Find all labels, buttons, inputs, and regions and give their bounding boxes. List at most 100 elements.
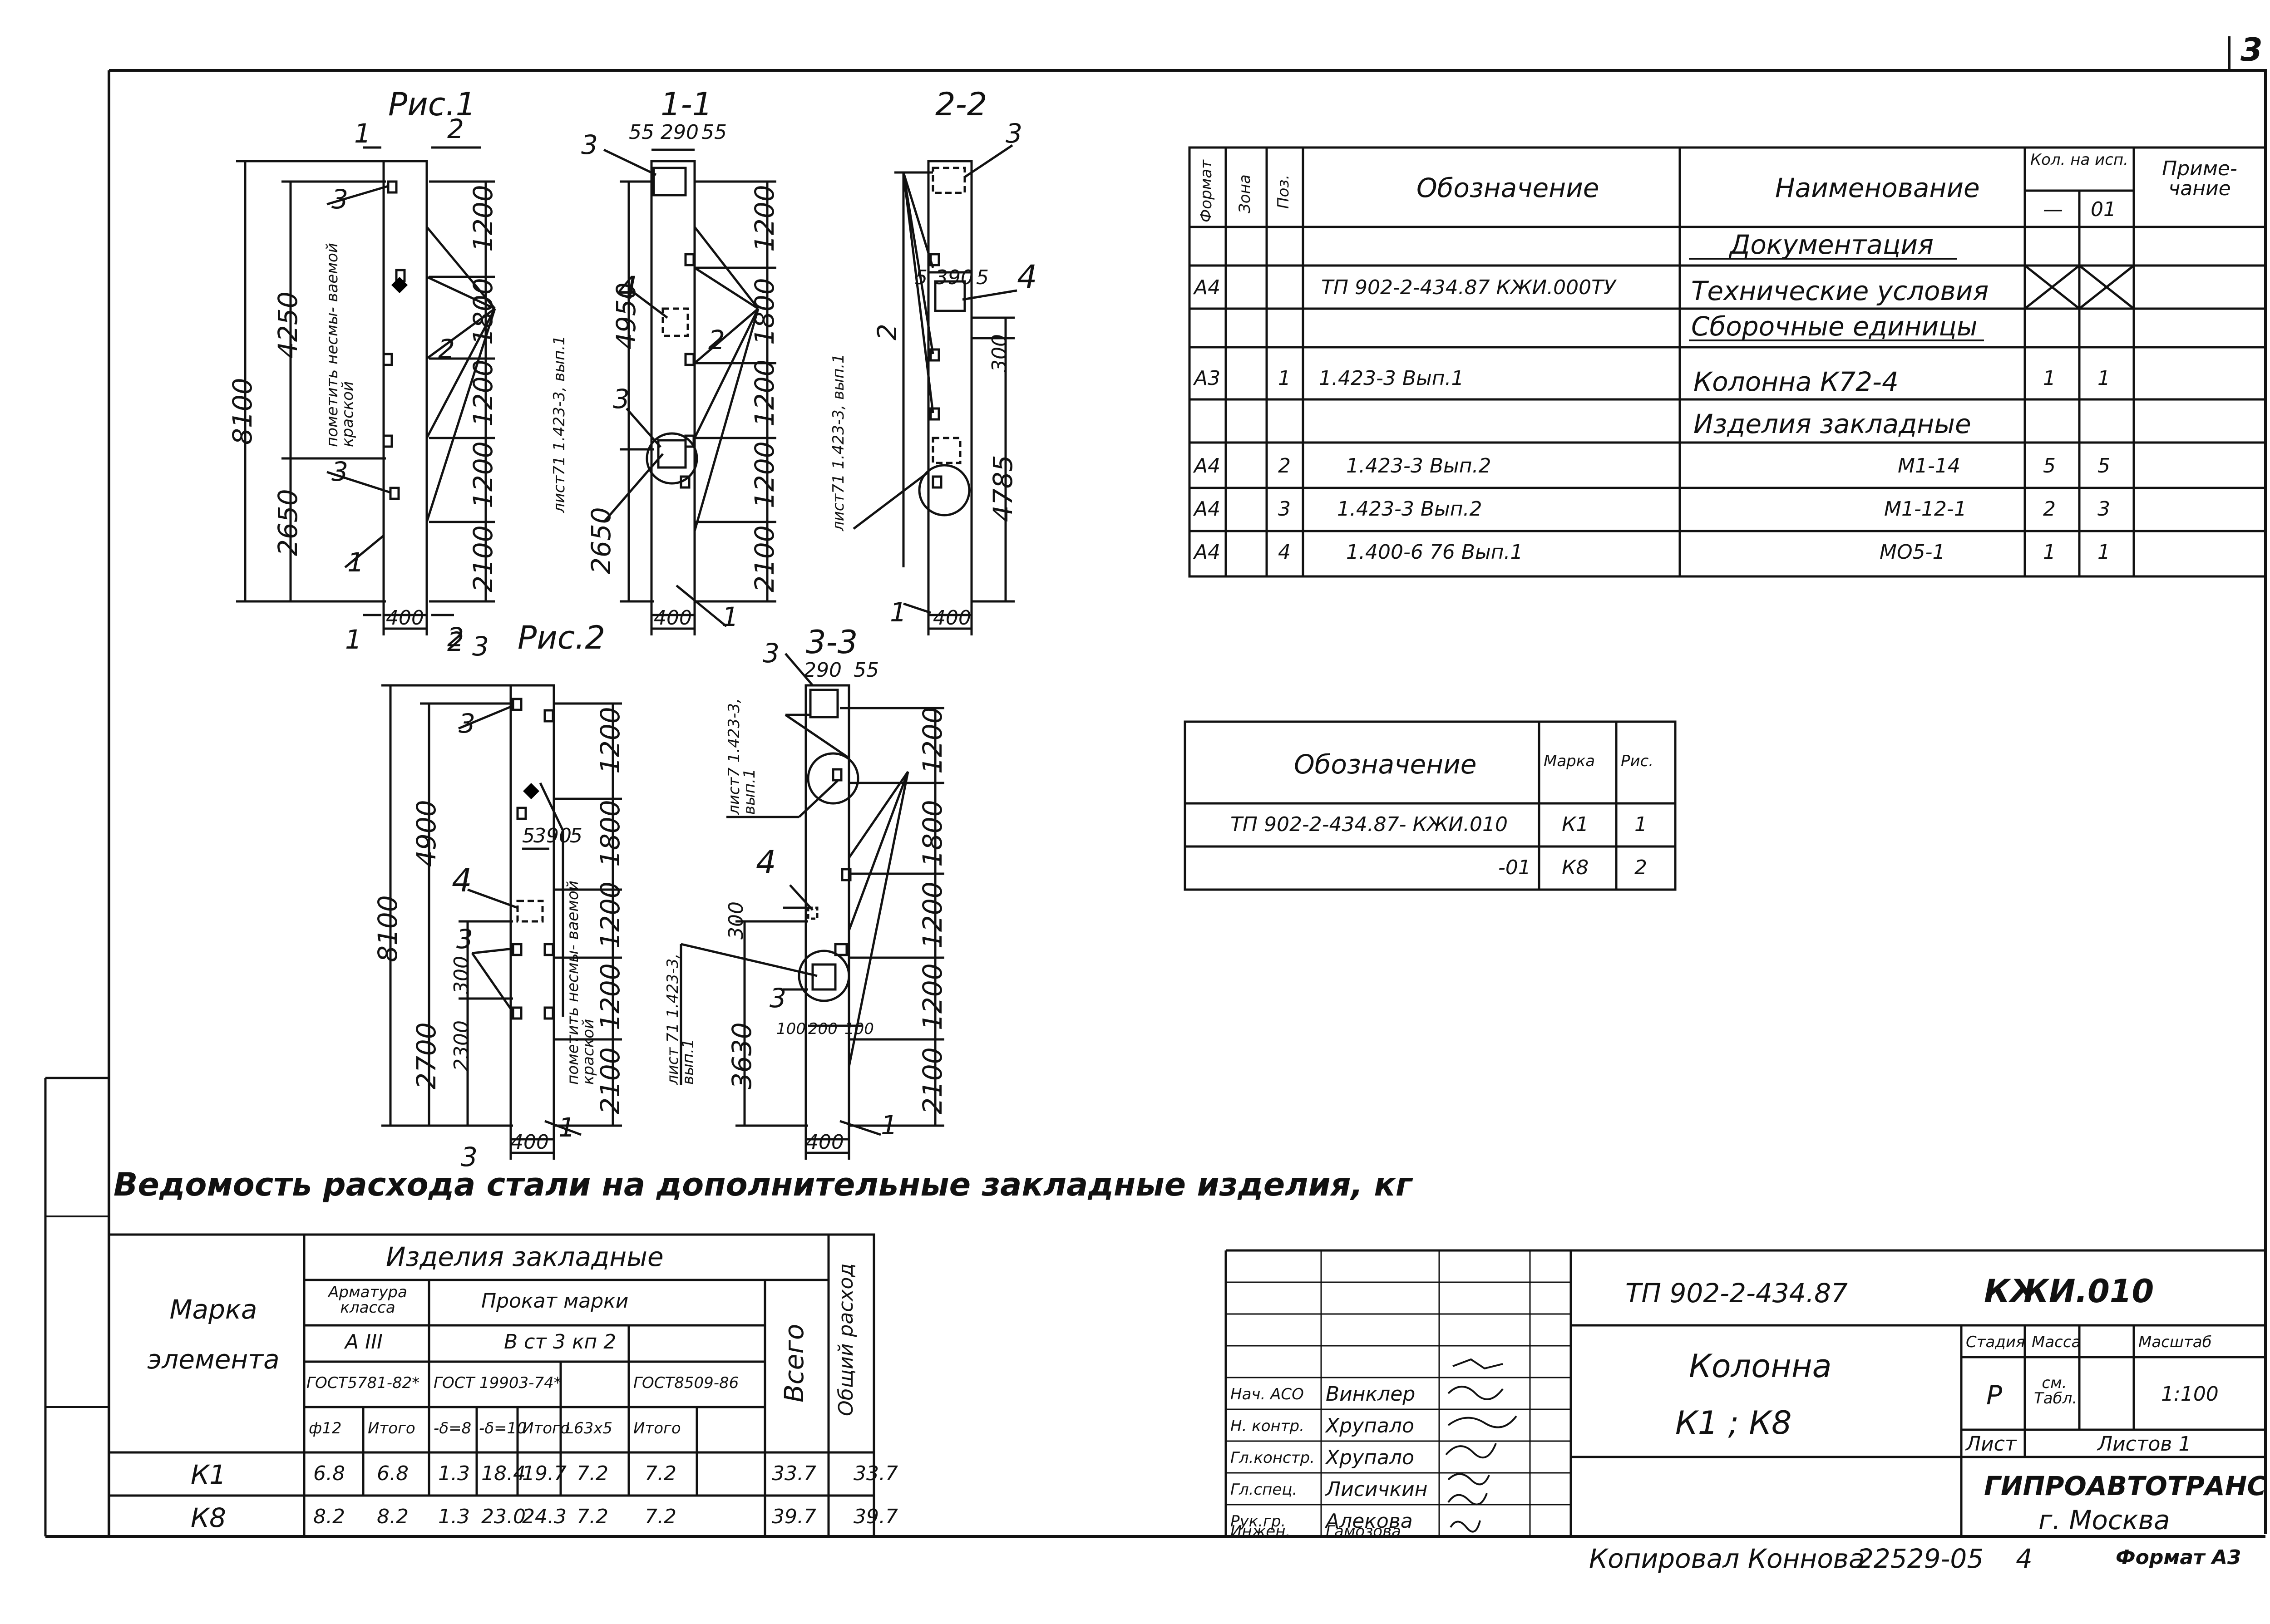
mark-table-grid [1184,720,1677,891]
sec11-dim: 1200 [749,441,780,508]
steel-subcol: -δ=8 [434,1419,472,1437]
spec-head-qty-sub: — [2043,198,2063,221]
spec-row-name: МО5-1 [1880,541,1945,564]
steel-cell: 8.2 [377,1505,409,1528]
sec11-column [603,148,776,635]
fig2-column [381,684,622,1160]
mark-row-fig: 2 [1634,856,1647,879]
fig1-dim: 1200 [468,441,498,508]
spec-row-q1: 5 [2043,454,2056,477]
person-name: Хрупало [1326,1446,1414,1469]
sec22-dim: 4785 [987,455,1018,522]
steel-table-title: Ведомость расхода стали на дополнительны… [114,1166,1412,1203]
sec11-pos: 3 [613,384,630,414]
sec33-dim: 300 [725,901,748,940]
sec33-ref-top: лист7 1.423-3, вып.1 [725,698,759,815]
fig2-dim: 2100 [595,1047,626,1114]
person-role: Н. контр. [1230,1417,1304,1435]
sec33-bottom-dim: 100 [844,1020,874,1038]
fig2-pos: 1 [558,1112,575,1143]
fig1-dim: 1800 [468,278,498,345]
steel-cell: 7.2 [577,1505,608,1528]
sec22-dim: 300 [988,334,1011,372]
fig2-pos: 4 [452,862,472,899]
fig2-title: Рис.2 [518,619,605,656]
steel-row-mark: К8 [191,1502,227,1533]
spec-row-q1: 2 [2043,497,2056,521]
spec-head-qty: Кол. на исп. [2030,151,2128,169]
fig2-mid-dim: 5 [570,824,582,847]
steel-head-total: Всего [779,1324,809,1403]
steel-head-rolled-gost2: ГОСТ8509-86 [633,1374,739,1392]
sec22-mid-dim: 390 [935,266,973,289]
steel-head-rolled-grade: В ст 3 кп 2 [504,1330,617,1353]
mark-row-mark: К8 [1562,856,1589,879]
sec11-dim: 1200 [749,359,780,427]
spec-row-q2: 1 [2097,541,2110,564]
mark-head-designation: Обозначение [1294,749,1477,780]
mark-row-mark: К1 [1562,813,1589,836]
spec-row-q1: 1 [2043,541,2056,564]
fig2-section-mark: 2 [447,626,464,657]
title-org-1: ГИПРОАВТОТРАНС [1984,1471,2266,1501]
fig2-dim: 1800 [595,800,626,867]
sec22-title: 2-2 [935,86,987,123]
sec11-pos: 4 [617,270,638,307]
fig1-dim: 1200 [468,359,498,427]
fig1-dim: 1200 [468,185,498,252]
sec33-dim: 1200 [917,881,948,949]
fig2-dim: 1200 [595,707,626,774]
sec22-pos: 2 [872,324,903,340]
sec33-dim: 2100 [917,1047,948,1114]
fig2-dim: 2300 [450,1020,473,1071]
spec-head-pos: Поз. [1274,174,1293,209]
sec11-pos: 1 [722,601,739,632]
fig2-pos: 3 [459,708,475,739]
steel-cell: 7.2 [645,1505,676,1528]
sec33-dim: 1200 [917,707,948,774]
fig1-width: 400 [386,606,424,630]
fig1-pos: 1 [347,547,364,578]
spec-row-designation: 1.400-6 76 Вып.1 [1346,541,1523,564]
fig1-dim: 2650 [272,489,303,556]
spec-row-format: А4 [1194,276,1221,299]
sec33-column [680,653,944,1160]
person-name: Лисичкин [1326,1478,1428,1501]
steel-cell: 6.8 [377,1462,409,1485]
fig2-dim: 1200 [595,963,626,1030]
spec-row-designation: 1.423-3 Вып.2 [1346,454,1491,477]
steel-table-grid [108,1233,875,1538]
spec-row-format: А4 [1194,497,1221,521]
steel-cell: 39.7 [772,1505,816,1528]
fig1-pos: 2 [438,334,455,364]
sec11-top-dim: 290 [661,121,699,144]
sec11-top-dim: 55 [701,121,727,144]
person-role: Гл.спец. [1230,1481,1298,1499]
fig1-dim: 4250 [272,291,303,359]
spec-head-name: Наименование [1775,172,1980,203]
steel-head-group: Изделия закладные [386,1241,664,1272]
steel-cell: 7.2 [645,1462,676,1485]
fig2-mid-dim: 5 [522,824,535,847]
fig1-note: пометить несмы- ваемой краской [323,243,357,447]
spec-row-name: М1-14 [1898,454,1960,477]
sec11-top-dim: 55 [629,121,654,144]
fig2-pos: 3 [456,924,473,955]
sec11-ref: лист71 1.423-3, вып.1 [550,335,568,513]
title-doc: КЖИ.010 [1984,1273,2154,1310]
sec33-width: 400 [806,1131,844,1154]
spec-head-format: Формат [1197,160,1215,222]
title-mass: см. Табл. [2034,1374,2078,1407]
steel-head-overall: Общий расход [834,1263,858,1416]
fig1-section-mark: 2 [447,622,464,653]
person-role-last: Инжен. [1230,1522,1291,1540]
sec11-dim: 4950 [611,282,642,349]
person-role: Гл.констр. [1230,1449,1315,1467]
spec-row-format: А4 [1194,454,1221,477]
person-role: Нач. АСО [1230,1385,1304,1403]
mark-head-mark: Марка [1544,752,1595,770]
title-sheet-h: Лист [1966,1432,2017,1456]
fig1-section-mark: 1 [345,624,362,655]
spec-row-format: А4 [1194,541,1221,564]
title-stage: Р [1986,1380,2002,1411]
